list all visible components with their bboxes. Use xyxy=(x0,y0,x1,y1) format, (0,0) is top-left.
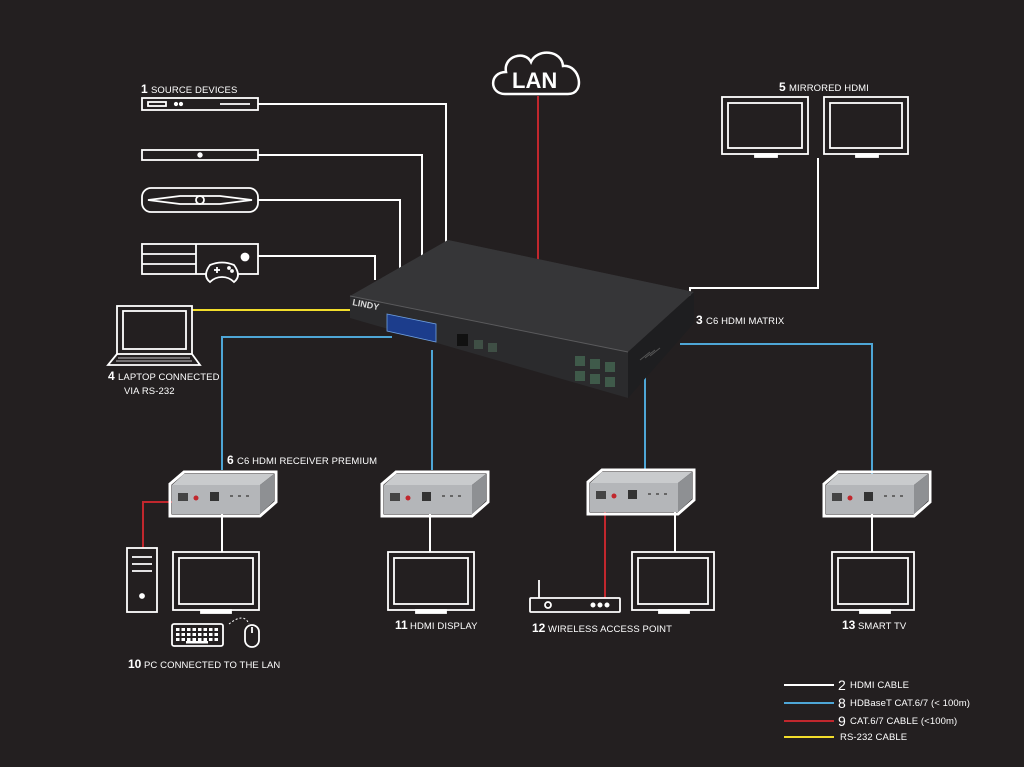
svg-text:13: 13 xyxy=(842,618,856,632)
svg-text:HDMI DISPLAY: HDMI DISPLAY xyxy=(410,621,478,632)
laptop-icon xyxy=(106,305,202,366)
source-device-2 xyxy=(141,149,259,161)
hdmi-display-monitor xyxy=(387,551,475,614)
cloud-icon: LAN xyxy=(491,51,581,96)
svg-text:11: 11 xyxy=(395,618,408,632)
mirrored-monitor-1 xyxy=(721,96,809,158)
pc-label: 10 PC CONNECTED TO THE LAN xyxy=(128,657,280,671)
svg-text:CAT.6/7 CABLE (<100m): CAT.6/7 CABLE (<100m) xyxy=(850,716,957,727)
hdmi-receiver-1 xyxy=(168,470,278,518)
source-device-4 xyxy=(141,243,259,275)
svg-text:6: 6 xyxy=(227,453,234,467)
source-device-1 xyxy=(141,97,259,111)
svg-text:MIRRORED HDMI: MIRRORED HDMI xyxy=(789,83,869,94)
legend-item: 9 CAT.6/7 CABLE (<100m) xyxy=(784,713,957,729)
hdmi-cable-source-4 xyxy=(258,255,376,280)
svg-text:RS-232 CABLE: RS-232 CABLE xyxy=(840,732,907,743)
router-icon xyxy=(529,580,621,613)
svg-text:HDMI CABLE: HDMI CABLE xyxy=(850,680,909,691)
gamepad-icon xyxy=(205,261,239,284)
hdmi-receiver-3 xyxy=(586,468,696,516)
hdmi-matrix-device: LINDY xyxy=(349,240,694,398)
svg-text:3: 3 xyxy=(696,313,703,327)
hdmi-cable-mirrored xyxy=(689,158,819,296)
svg-text:2: 2 xyxy=(838,677,846,693)
svg-text:5: 5 xyxy=(779,80,786,94)
hdbaset-cable-rx1 xyxy=(221,336,392,470)
lan-label: LAN xyxy=(512,68,557,93)
pc-tower-icon xyxy=(126,547,158,613)
legend-item: 2 HDMI CABLE xyxy=(784,677,909,693)
svg-text:HDBaseT CAT.6/7 (< 100m): HDBaseT CAT.6/7 (< 100m) xyxy=(850,698,970,709)
hdmi-cable-source-1 xyxy=(258,103,447,250)
svg-text:8: 8 xyxy=(838,695,846,711)
svg-text:VIA RS-232: VIA RS-232 xyxy=(124,386,175,397)
svg-text:C6 HDMI RECEIVER PREMIUM: C6 HDMI RECEIVER PREMIUM xyxy=(237,456,377,467)
wap-label: 12 WIRELESS ACCESS POINT xyxy=(532,621,672,635)
smart-tv-monitor xyxy=(831,551,915,614)
hdmi-receiver-2 xyxy=(380,470,490,518)
svg-text:12: 12 xyxy=(532,621,546,635)
svg-text:LAPTOP CONNECTED: LAPTOP CONNECTED xyxy=(118,372,220,383)
hdmi-cable-source-3 xyxy=(258,199,401,268)
pc-monitor xyxy=(172,551,260,614)
hdmi-receiver-4 xyxy=(822,470,932,518)
svg-text:SMART TV: SMART TV xyxy=(858,621,907,632)
laptop-label: 4 LAPTOP CONNECTED VIA RS-232 xyxy=(108,369,220,397)
svg-text:1: 1 xyxy=(141,82,148,96)
receiver-label: 6 C6 HDMI RECEIVER PREMIUM xyxy=(227,453,377,467)
matrix-label: 3 C6 HDMI MATRIX xyxy=(696,313,785,327)
svg-text:WIRELESS ACCESS POINT: WIRELESS ACCESS POINT xyxy=(548,624,672,635)
svg-text:4: 4 xyxy=(108,369,115,383)
mouse-icon xyxy=(228,617,260,648)
mirrored-label: 5 MIRRORED HDMI xyxy=(779,80,869,94)
svg-text:C6 HDMI MATRIX: C6 HDMI MATRIX xyxy=(706,316,785,327)
legend: 2 HDMI CABLE 8 HDBaseT CAT.6/7 (< 100m) … xyxy=(784,677,970,743)
lcd-display xyxy=(386,313,437,343)
svg-text:PC CONNECTED TO THE LAN: PC CONNECTED TO THE LAN xyxy=(144,660,280,671)
smart-tv-label: 13 SMART TV xyxy=(842,618,907,632)
source-devices-label: 1 SOURCE DEVICES xyxy=(141,82,237,96)
svg-text:SOURCE DEVICES: SOURCE DEVICES xyxy=(151,85,237,96)
mirrored-monitor-2 xyxy=(823,96,909,158)
svg-text:9: 9 xyxy=(838,713,846,729)
legend-item: RS-232 CABLE xyxy=(784,732,907,743)
svg-text:10: 10 xyxy=(128,657,142,671)
hdmi-cable-source-2 xyxy=(258,154,423,262)
source-device-3 xyxy=(141,187,259,213)
keyboard-icon xyxy=(171,623,224,647)
legend-item: 8 HDBaseT CAT.6/7 (< 100m) xyxy=(784,695,970,711)
hdbaset-cable-rx4 xyxy=(680,343,873,474)
wap-monitor xyxy=(631,551,715,614)
hdmi-display-label: 11 HDMI DISPLAY xyxy=(395,618,478,632)
